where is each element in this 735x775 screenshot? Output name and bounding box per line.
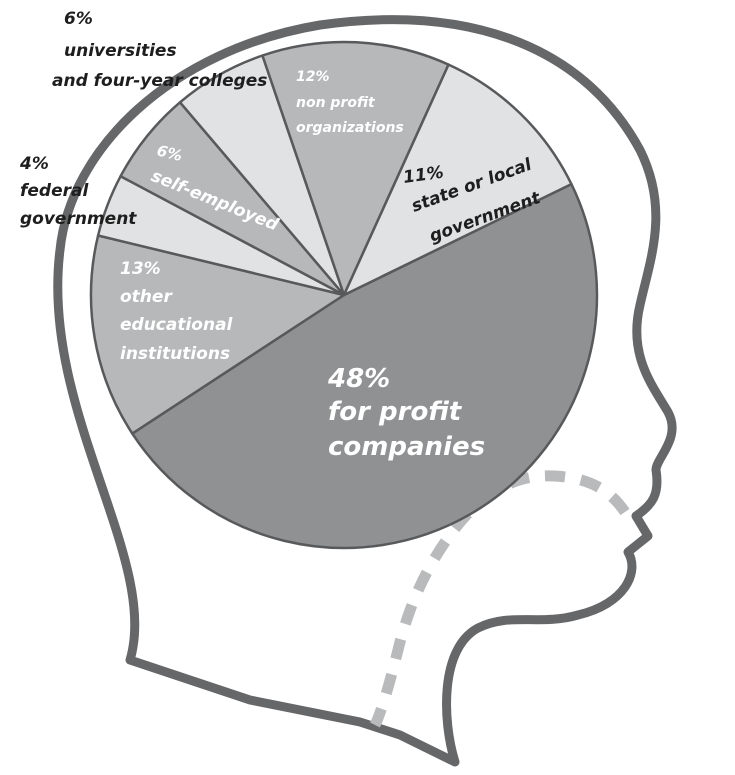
head-outline — [53, 15, 677, 767]
label-other-edu-line2: educational — [120, 315, 234, 335]
label-other-educational: 13% other educational institutions — [120, 259, 234, 364]
label-non-profit-line1: non profit — [296, 95, 376, 111]
label-for-profit: 48% for profit companies — [327, 364, 485, 462]
label-non-profit: 12% non profit organizations — [296, 69, 404, 136]
label-federal-line2: government — [20, 209, 137, 229]
pie-slice-non-profit-organizations — [261, 40, 450, 297]
label-universities-pct: 6% — [64, 9, 93, 29]
label-universities-line2: and four-year colleges — [52, 71, 267, 91]
label-federal-line1: federal — [20, 181, 89, 201]
label-self-employed-pct: 6% — [155, 141, 184, 165]
label-non-profit-pct: 12% — [296, 69, 330, 85]
label-other-edu-pct: 13% — [120, 259, 161, 279]
label-federal: 4% federal government — [19, 154, 137, 229]
pie-chart — [89, 40, 599, 550]
label-non-profit-line2: organizations — [296, 120, 404, 136]
label-for-profit-pct: 48% — [327, 364, 390, 394]
label-other-edu-line3: institutions — [120, 344, 230, 364]
label-for-profit-line1: for profit — [328, 397, 463, 427]
label-for-profit-line2: companies — [328, 432, 485, 462]
label-universities: 6% universities and four-year colleges — [52, 9, 267, 91]
label-other-edu-line1: other — [120, 287, 173, 307]
label-federal-pct: 4% — [19, 154, 49, 174]
pie-slice-other-educational-institutions — [89, 234, 346, 435]
label-universities-line1: universities — [64, 41, 177, 61]
pie-slice-for-profit-companies — [131, 182, 599, 550]
pie-slice-state-or-local-government — [342, 63, 573, 297]
